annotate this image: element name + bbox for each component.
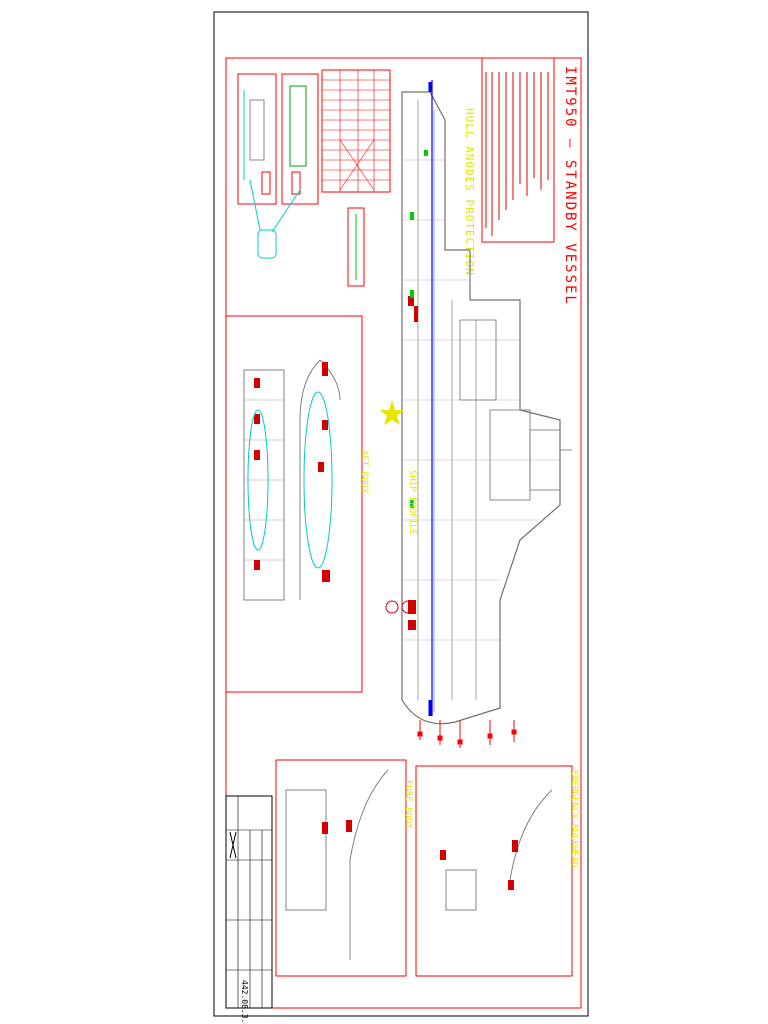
svg-text:442.08.3.04: 442.08.3.04 (240, 980, 249, 1024)
svg-text:HULL ANODES PROTECTION: HULL ANODES PROTECTION (463, 108, 476, 276)
legend-box (347, 207, 365, 287)
paper-border (213, 11, 589, 1017)
emergency-bulkhead-label: EMERGENCY BULKHEAD (569, 770, 579, 868)
callout-leaders (249, 179, 301, 259)
north-arrow-icon (380, 400, 404, 425)
fore-body-label: FORE BODY (403, 780, 413, 829)
svg-text:FORE BODY: FORE BODY (403, 780, 413, 829)
ship-profile (385, 80, 572, 725)
svg-text:IMT950 – STANDBY VESSEL: IMT950 – STANDBY VESSEL (562, 66, 578, 306)
propeller (385, 600, 415, 614)
drawing-number: 442.08.3.04 (240, 980, 249, 1024)
hull-anodes-heading: HULL ANODES PROTECTION (463, 108, 476, 276)
ship-profile-label: SHIP PROFILE (407, 470, 417, 535)
anode-detail-box-2 (281, 73, 319, 205)
draft-markers (417, 720, 517, 748)
anode-table (321, 69, 391, 193)
anode-detail-box-1 (237, 73, 277, 205)
specification-box (481, 57, 555, 243)
aft-body-view (225, 315, 363, 693)
fore-body-view (275, 759, 407, 977)
aft-body-label: AFT BODY (359, 450, 369, 494)
svg-text:AFT BODY: AFT BODY (359, 450, 369, 494)
title-block (225, 795, 273, 1009)
anode-icon (408, 296, 418, 630)
hull-outline (401, 91, 561, 725)
title-block-logo (229, 831, 237, 859)
emergency-bulkhead-view (415, 765, 573, 977)
svg-text:SHIP PROFILE: SHIP PROFILE (407, 470, 417, 535)
sheet-title: IMT950 – STANDBY VESSEL (562, 66, 578, 306)
svg-text:EMERGENCY BULKHEAD: EMERGENCY BULKHEAD (569, 770, 579, 868)
